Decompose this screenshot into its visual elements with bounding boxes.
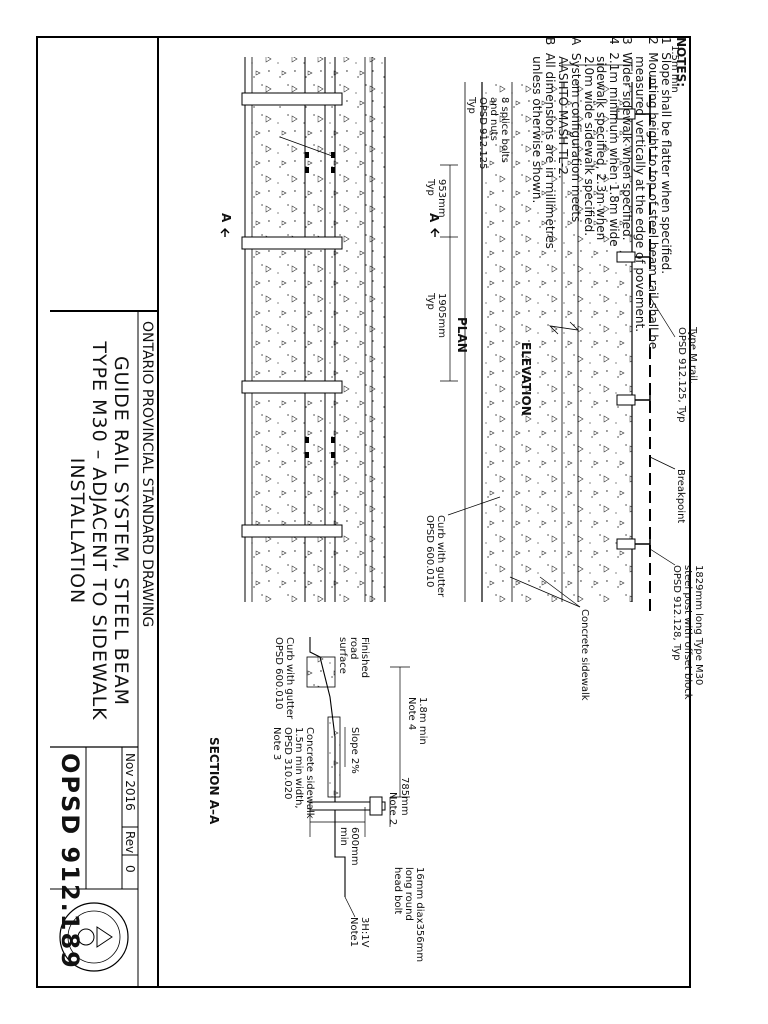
dim-18m: 1.8m min Note 4 <box>406 697 428 745</box>
note-3: 3 Wider sidewalk when specified. <box>620 37 634 241</box>
titleblock-title-line-1: GUIDE RAIL SYSTEM, STEEL BEAM <box>110 355 132 707</box>
note-2: 2 Mounting height to top of steel beam r… <box>633 37 661 350</box>
rotated-drawing-area: NOTES: 1 Slope shall be flatter when spe… <box>50 37 704 987</box>
note-b: B All dimensions are in millimetres unle… <box>530 37 558 249</box>
curb-label-plan: Curb with gutter OPSD 600.010 <box>424 515 446 598</box>
dim-600: 600mm min <box>338 827 360 866</box>
section-view <box>306 637 410 918</box>
post-label: 1829mm long Type M30 steel post with off… <box>671 565 704 700</box>
titleblock-title-line-3: INSTALLATION <box>66 457 88 605</box>
section-mark-top: A <box>427 213 441 223</box>
breakpoint-label: Breakpoint <box>675 469 686 524</box>
titleblock-title-line-2: TYPE M30 – ADJACENT TO SIDEWALK <box>88 341 110 721</box>
note-4: 4 2.1m minimum when 1.8m wide sidewalk s… <box>582 37 621 247</box>
slope-2pct-label: Slope 2% <box>349 727 360 774</box>
dim-1905: 1905mm Typ <box>425 293 447 338</box>
concrete-sidewalk-label: Concrete sidewalk <box>579 609 590 701</box>
drawing-number: OPSD 912.189 <box>56 753 84 970</box>
bolt-label: 16mm diax356mm long round head bolt <box>392 867 425 963</box>
plan-dim-15m: 1.5m min <box>669 45 680 93</box>
plan-view <box>447 59 676 617</box>
dim-785: 785mm <box>399 777 410 816</box>
dim-953: 953mm Typ <box>425 179 447 218</box>
finished-road-label: Finished road surface <box>337 637 370 678</box>
section-mark-bottom: A <box>219 213 233 223</box>
plan-title: PLAN <box>455 317 469 353</box>
slope-3h1v-label: 3H:1V Note1 <box>348 917 370 948</box>
elevation-title: ELEVATION <box>519 342 533 416</box>
type-m-rail-label: Type M rail, OPSD 912.125, Typ <box>676 327 698 423</box>
titleblock-rev-value: 0 <box>123 865 137 873</box>
sidewalk-label-section: Concrete sidewalk 1.5m min width, OPSD 3… <box>271 727 315 819</box>
titleblock-date: Nov 2016 <box>123 753 137 811</box>
section-title: SECTION A–A <box>207 737 221 825</box>
note-a: A System configuration meets AASHTO MASH… <box>556 37 584 223</box>
linework <box>50 37 676 987</box>
title-block-frame <box>50 37 159 987</box>
note-2-label: Note 2 <box>387 792 398 826</box>
curb-label-section: Curb with gutter OPSD 600.010 <box>273 637 295 720</box>
titleblock-rev-label: Rev <box>123 831 137 854</box>
titleblock-header: ONTARIO PROVINCIAL STANDARD DRAWING <box>139 321 155 628</box>
elevation-view <box>220 57 458 602</box>
splice-bolts-label: 8 splice bolts and nuts OPSD 912.125 Typ <box>466 97 510 170</box>
